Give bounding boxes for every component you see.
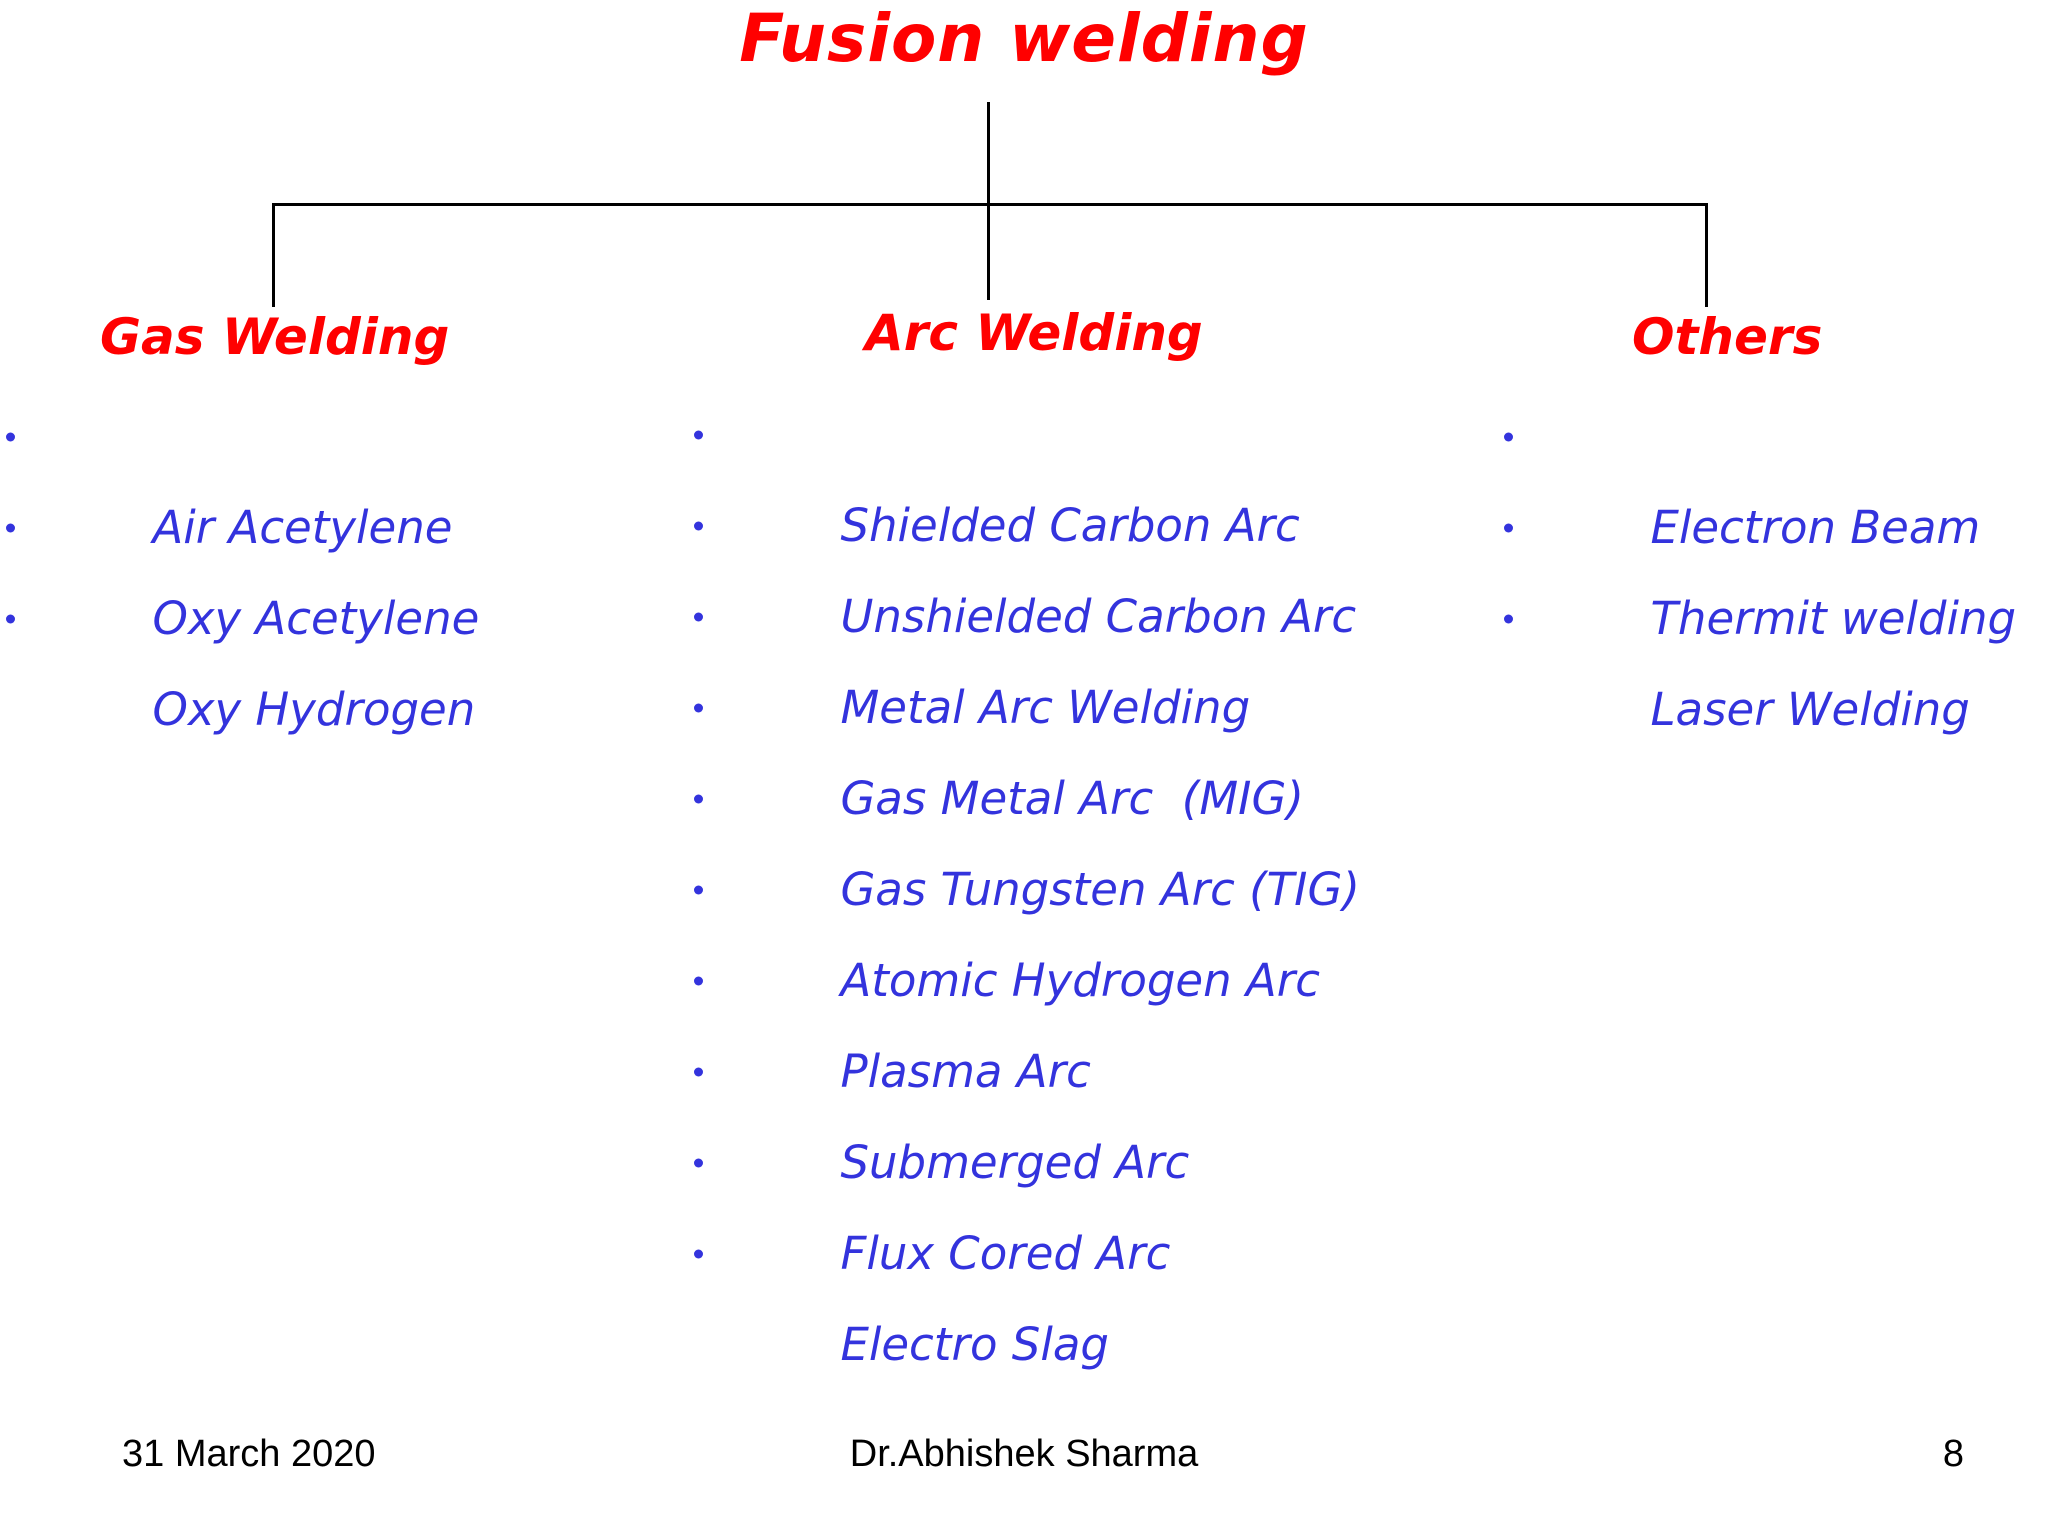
branch-heading-others: Others [1632,308,1823,366]
list-item: Flux Cored Arc [690,1117,1390,1280]
bullet-dot-icon [694,703,703,712]
bullet-dot-icon [1504,523,1513,532]
footer-author: Dr.Abhishek Sharma [849,1433,1199,1475]
bullet-list-gas-welding: Air Acetylene Oxy Acetylene Oxy Hydrogen [0,391,660,736]
list-item-label: Laser Welding [1650,683,1970,736]
connector-stem-top [987,102,990,205]
list-item: Oxy Acetylene [2,482,660,645]
connector-drop-arc [987,203,990,300]
list-item: Atomic Hydrogen Arc [690,844,1390,1007]
list-item: Metal Arc Welding [690,571,1390,734]
list-item-label: Flux Cored Arc [840,1227,1171,1280]
bullet-dot-icon [694,976,703,985]
bullet-list-arc-welding: Shielded Carbon Arc Unshielded Carbon Ar… [690,389,1390,1371]
bullet-dot-icon [694,612,703,621]
connector-drop-others [1705,203,1708,307]
list-item-label: Thermit welding [1650,592,2017,645]
list-item: Gas Tungsten Arc (TIG) [690,753,1390,916]
branch-heading-gas-welding: Gas Welding [100,308,450,366]
bullet-dot-icon [694,1249,703,1258]
bullet-dot-icon [694,430,703,439]
list-item: Oxy Hydrogen [2,573,660,736]
list-item: Electro Slag [690,1208,1390,1371]
list-item-label: Air Acetylene [152,501,453,554]
bullet-dot-icon [6,523,15,532]
branch-heading-arc-welding: Arc Welding [865,304,1203,362]
list-item-label: Oxy Acetylene [152,592,480,645]
bullet-dot-icon [694,1067,703,1076]
list-item-label: Submerged Arc [840,1136,1190,1189]
list-item-label: Electron Beam [1650,501,1981,554]
list-item-label: Atomic Hydrogen Arc [840,954,1320,1007]
bullet-dot-icon [6,614,15,623]
footer-date: 31 March 2020 [122,1433,376,1475]
slide-footer: 31 March 2020 Dr.Abhishek Sharma 8 [0,1428,2048,1488]
list-item: Submerged Arc [690,1026,1390,1189]
branch-arc-welding: Arc Welding Shielded Carbon Arc Unshield… [690,304,1390,1371]
connector-horizontal-bar [272,203,1708,206]
bullet-dot-icon [694,885,703,894]
list-item: Laser Welding [1500,573,2040,736]
list-item: Gas Metal Arc (MIG) [690,662,1390,825]
list-item: Air Acetylene [2,391,660,554]
list-item-label: Unshielded Carbon Arc [840,590,1357,643]
bullet-dot-icon [1504,614,1513,623]
list-item: Shielded Carbon Arc [690,389,1390,552]
list-item-label: Plasma Arc [840,1045,1091,1098]
bullet-dot-icon [694,1158,703,1167]
list-item-label: Electro Slag [840,1318,1109,1371]
list-item: Electron Beam [1500,391,2040,554]
page-title: Fusion welding [739,0,1309,77]
list-item-label: Metal Arc Welding [840,681,1251,734]
bullet-dot-icon [694,521,703,530]
connector-drop-gas [272,203,275,307]
bullet-dot-icon [694,794,703,803]
bullet-dot-icon [1504,432,1513,441]
list-item-label: Gas Metal Arc (MIG) [840,772,1304,825]
bullet-list-others: Electron Beam Thermit welding Laser Weld… [1400,391,2040,736]
list-item-label: Shielded Carbon Arc [840,499,1300,552]
list-item: Unshielded Carbon Arc [690,480,1390,643]
list-item: Thermit welding [1500,482,2040,645]
branch-gas-welding: Gas Welding Air Acetylene Oxy Acetylene … [0,308,660,736]
list-item: Plasma Arc [690,935,1390,1098]
list-item-label: Gas Tungsten Arc (TIG) [840,863,1360,916]
branch-others: Others Electron Beam Thermit welding Las… [1400,308,2040,736]
bullet-dot-icon [6,432,15,441]
list-item-label: Oxy Hydrogen [152,683,476,736]
footer-page-number: 8 [1942,1433,1964,1475]
